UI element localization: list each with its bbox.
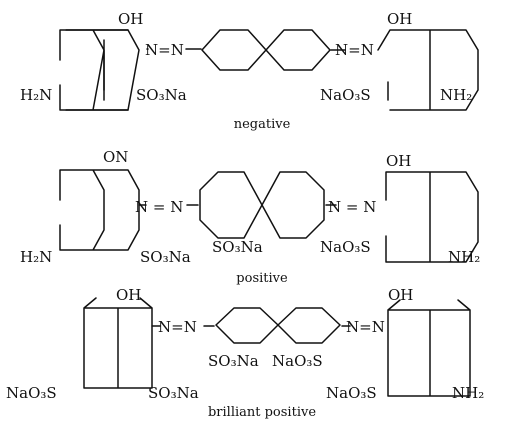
right-naphthalene: [385, 171, 479, 263]
right-oh-label: OH: [386, 152, 411, 170]
left-sulfonate-label: SO₃Na: [136, 86, 187, 104]
left-naphthalene: [59, 29, 140, 111]
right-sulfonate-label: NaO₃S: [320, 86, 371, 104]
center-biphenyl: [201, 29, 331, 71]
caption-positive: positive: [236, 271, 288, 286]
right-azo-label: N = N: [328, 198, 376, 216]
left-inner-sulfonate-label: SO₃Na: [148, 384, 199, 402]
left-sulfonate-label: SO₃Na: [140, 248, 191, 266]
structure-brilliant-positive: OH N=N N=N OH SO₃Na NaO₃S NaO₃S SO₃Na Na…: [6, 286, 484, 420]
center-spiro: [199, 171, 325, 239]
right-oh-label: OH: [388, 286, 413, 304]
left-azo-label: N=N: [158, 318, 197, 336]
right-naphthalene: [387, 299, 471, 397]
caption-brilliant-positive: brilliant positive: [208, 405, 316, 420]
left-azo-label: N=N: [145, 41, 184, 59]
left-oh-label: OH: [118, 10, 143, 28]
caption-negative: negative: [234, 117, 291, 132]
left-naphthalene: [59, 169, 140, 251]
center-sulfonate-label: SO₃Na: [212, 238, 263, 256]
left-azo-label: N = N: [135, 198, 183, 216]
right-sulfonate-label: NaO₃S: [320, 238, 371, 256]
center-sulfonate-left-label: SO₃Na: [208, 352, 259, 370]
center-spiro: [215, 307, 341, 344]
left-ring-outer: [65, 29, 129, 111]
left-amine-label: H₂N: [20, 86, 52, 104]
structure-positive: ON N = N N = N OH H₂N SO₃Na SO₃Na NaO₃S …: [20, 148, 480, 286]
left-nitroso-label: ON: [103, 148, 128, 166]
left-amine-label: H₂N: [20, 248, 52, 266]
center-sulfonate-right-label: NaO₃S: [272, 352, 323, 370]
left-oh-label: OH: [116, 286, 141, 304]
right-amine-label: NH₂: [440, 86, 472, 104]
azo-connectors: [146, 48, 346, 51]
left-naphthalene: [83, 297, 153, 389]
right-azo-label: N=N: [346, 318, 385, 336]
right-amine-label: NH₂: [448, 248, 480, 266]
right-naphthalene: [377, 29, 479, 111]
right-oh-label: OH: [387, 10, 412, 28]
structure-negative: OH N=N N=N OH H₂N SO₃Na NaO₃S NH₂ negati…: [20, 10, 479, 132]
right-azo-label: N=N: [335, 41, 374, 59]
right-sulfonate-label: NaO₃S: [326, 384, 377, 402]
left-outer-sulfonate-label: NaO₃S: [6, 384, 57, 402]
right-amine-label: NH₂: [452, 384, 484, 402]
